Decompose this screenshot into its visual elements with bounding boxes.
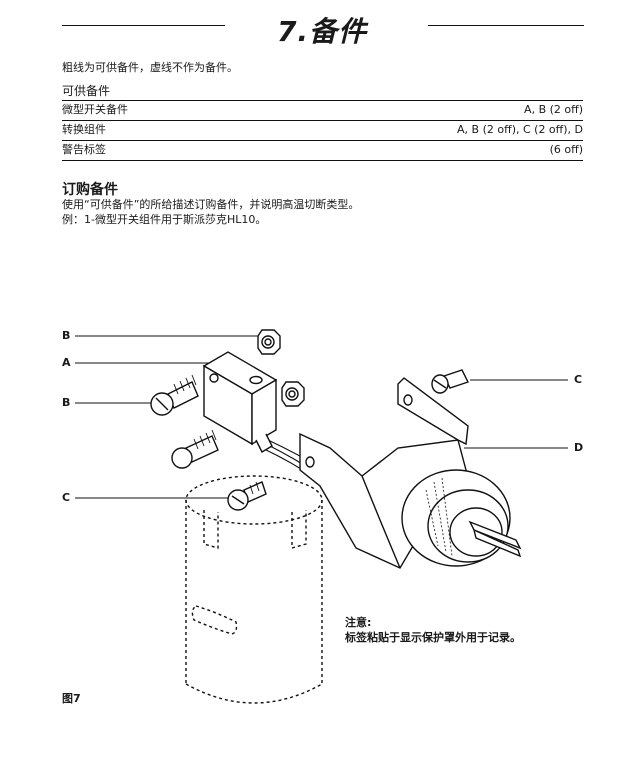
label-c-right: C — [574, 373, 583, 386]
page-title: 7.备件 — [276, 15, 368, 48]
nut-mid — [281, 381, 305, 407]
part-name: 微型开关备件 — [62, 100, 242, 121]
parts-heading: 可供备件 — [62, 84, 111, 98]
label-d: D — [574, 441, 584, 454]
header-rule-left — [62, 25, 225, 26]
figure-caption: 图7 — [62, 692, 81, 705]
dashed-housing — [185, 475, 323, 704]
table-row: 转换组件 A, B (2 off), C (2 off), D — [62, 120, 583, 141]
header-rule-right — [428, 25, 584, 26]
leader-lines — [75, 335, 568, 499]
screw-c-left — [227, 481, 267, 511]
intro-text: 粗线为可供备件，虚线不作为备件。 — [62, 61, 238, 74]
part-name: 转换组件 — [62, 120, 242, 141]
adaptor-ring — [401, 469, 522, 567]
part-value: (6 off) — [241, 140, 583, 161]
parts-table: 微型开关备件 A, B (2 off) 转换组件 A, B (2 off), C… — [62, 100, 583, 161]
ordering-line-1: 使用“可供备件”的所给描述订购备件，并说明高温切断类型。 — [62, 198, 360, 211]
ordering-line-2: 例：1-微型开关组件用于斯派莎克HL10。 — [62, 213, 267, 226]
note-text: 标签粘贴于显示保护罩外用于记录。 — [345, 631, 521, 644]
label-c-left: C — [62, 491, 71, 504]
micro-switch — [202, 351, 278, 453]
table-row: 警告标签 (6 off) — [62, 140, 583, 161]
part-name: 警告标签 — [62, 140, 242, 161]
label-a: A — [62, 356, 71, 369]
label-b-top: B — [62, 329, 71, 342]
label-b-mid: B — [62, 396, 71, 409]
ordering-heading: 订购备件 — [62, 182, 118, 198]
part-value: A, B (2 off) — [241, 100, 583, 121]
note-title: 注意: — [345, 616, 372, 629]
table-row: 微型开关备件 A, B (2 off) — [62, 100, 583, 121]
conversion-bracket — [299, 377, 469, 569]
screw-b-lower — [171, 429, 219, 469]
nut-top — [257, 329, 281, 355]
screw-c-right — [431, 369, 469, 394]
part-value: A, B (2 off), C (2 off), D — [241, 120, 583, 141]
screw-b — [150, 374, 199, 416]
